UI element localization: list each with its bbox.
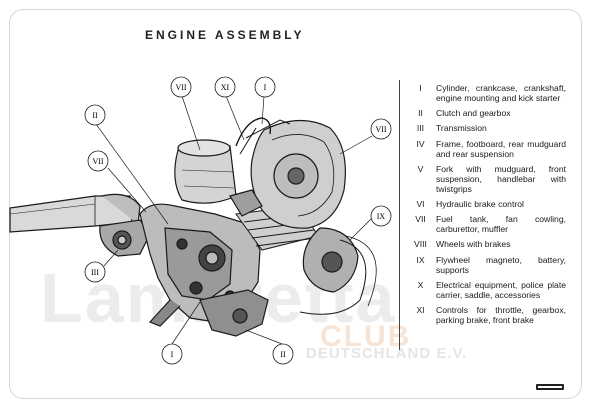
legend-item: VII Fuel tank, fan cowling, carburettor, … [408,214,566,234]
legend-item-text: Cylinder, crankcase, crankshaft, engine … [436,83,566,103]
legend-item-number: V [417,163,424,174]
watermark-club: CLUB [320,320,412,353]
svg-text:VII: VII [175,83,186,92]
watermark-country: DEUTSCHLAND E.V. [306,345,468,362]
legend-item-number: IV [416,138,425,149]
svg-text:II: II [280,350,286,359]
legend-item: VIII Wheels with brakes [408,239,566,249]
legend-item-text: Electrical equipment, police plate carri… [436,279,566,300]
legend-item-number: I [419,83,422,93]
legend-item: X Electrical equipment, police plate carr… [408,280,566,300]
legend-item-text: Hydraulic brake control [436,198,524,209]
callout-xi: XI [214,76,236,98]
callout-iii: III [84,261,106,283]
legend-item-text: Fork with mudguard, front suspension, ha… [436,163,566,194]
legend-item-number: X [417,279,424,290]
callout-i-top: I [254,76,276,98]
callout-vii-top: VII [170,76,192,98]
legend-item: IV Frame, footboard, rear mudguard and re… [408,139,566,159]
callouts: VII XI I II VII VII IX III [84,76,392,365]
legend-item-number: III [416,123,425,134]
legend-item-text: Transmission [436,123,487,134]
legend-item-text: Clutch and gearbox [436,108,511,119]
svg-text:XI: XI [221,83,230,92]
callout-vii-left: VII [87,150,109,172]
svg-text:III: III [91,268,99,277]
legend-item: V Fork with mudguard, front suspension, h… [408,164,566,194]
svg-text:IX: IX [377,212,386,221]
legend-item: XI Controls for throttle, gearbox, parkin… [408,305,566,325]
callout-vii-right: VII [370,118,392,140]
page-title: ENGINE ASSEMBLY [145,28,305,42]
legend-item: I Cylinder, crankcase, crankshaft, engine… [408,83,566,103]
svg-text:VII: VII [375,125,386,134]
legend-item-text: Controls for throttle, gearbox, parking … [436,304,566,325]
legend-item-text: Wheels with brakes [436,239,511,250]
legend-item: II Clutch and gearbox [408,108,566,118]
legend-item: VI Hydraulic brake control [408,199,566,209]
svg-text:I: I [171,350,174,359]
svg-text:I: I [264,83,267,92]
legend-item: IX Flywheel magneto, battery, supports [408,255,566,275]
callout-ii-bottom: II [272,343,294,365]
legend-item-number: II [418,108,423,119]
page-border [9,9,582,399]
callout-i-bottom: I [161,343,183,365]
svg-text:VII: VII [92,157,103,166]
callout-ii-left: II [84,104,106,126]
legend-item-number: IX [416,254,425,265]
club-logo-icon [536,384,564,390]
parts-legend: I Cylinder, crankcase, crankshaft, engine… [408,83,566,330]
legend-item-number: VII [415,214,426,225]
legend-item-text: Frame, footboard, rear mudguard and rear… [436,138,566,159]
legend-item-number: VIII [414,239,427,250]
legend-item-number: XI [416,304,425,315]
svg-text:II: II [92,111,98,120]
legend-item-text: Fuel tank, fan cowling, carburettor, muf… [436,214,566,235]
callout-ix: IX [370,205,392,227]
callout-leader-lines [95,95,373,345]
legend-item: III Transmission [408,123,566,133]
legend-item-text: Flywheel magneto, battery, supports [436,254,566,275]
engine-drawing [9,117,377,337]
legend-item-number: VI [416,198,425,209]
legend-divider [399,80,400,350]
